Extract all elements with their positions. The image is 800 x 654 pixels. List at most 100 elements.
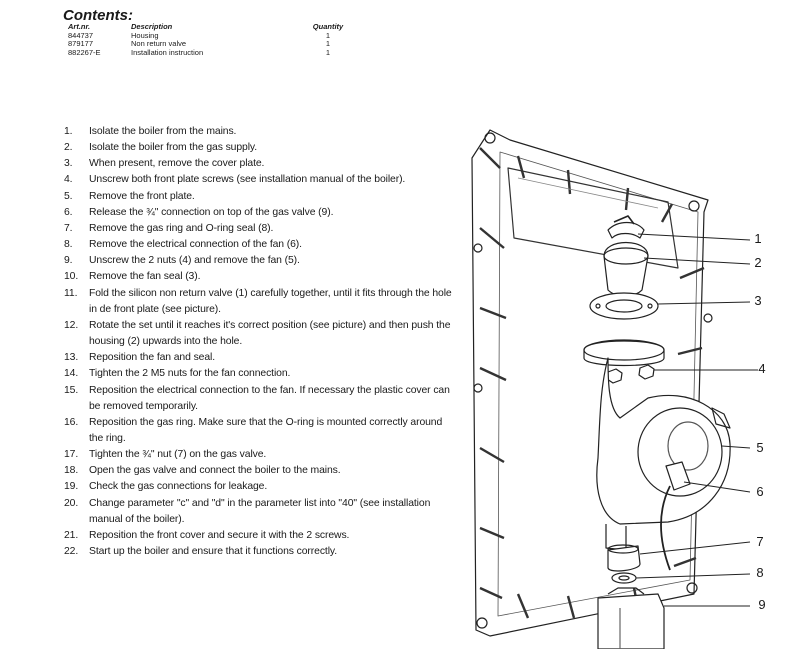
instruction-step: 19. Check the gas connections for leakage… bbox=[64, 479, 459, 495]
instruction-step: 3.When present, remove the cover plate. bbox=[64, 156, 459, 172]
instruction-step: 6. Release the ¾" connection on top of th… bbox=[64, 205, 459, 221]
table-row: 844737 Housing 1 bbox=[68, 30, 368, 41]
instruction-step: 12. Rotate the set until it reaches it's … bbox=[64, 318, 459, 350]
callout-2: 2 bbox=[754, 255, 762, 270]
fan-nut bbox=[638, 364, 655, 380]
instruction-step: 8.Remove the electrical connection of th… bbox=[64, 237, 459, 253]
art-number: 882267-E bbox=[68, 47, 101, 57]
fan-connector bbox=[665, 461, 691, 491]
step-number: 6. bbox=[64, 206, 73, 218]
step-number: 12. bbox=[64, 319, 79, 331]
fan-flange bbox=[583, 340, 665, 367]
column-header-art: Art.nr. bbox=[68, 22, 91, 31]
step-text: Remove the fan seal (3). bbox=[89, 271, 201, 283]
step-number: 16. bbox=[64, 416, 79, 428]
step-text: Unscrew the 2 nuts (4) and remove the fa… bbox=[89, 255, 300, 267]
step-number: 11. bbox=[64, 287, 78, 299]
callout-6: 6 bbox=[756, 484, 764, 499]
column-header-description: Description bbox=[131, 22, 173, 31]
callout-leaders bbox=[635, 233, 758, 607]
mounting-hole bbox=[686, 582, 698, 594]
gas-nut bbox=[607, 545, 641, 572]
mounting-hole bbox=[703, 313, 713, 323]
callout-4: 4 bbox=[758, 361, 766, 376]
step-text: Open the gas valve and connect the boile… bbox=[89, 465, 341, 477]
mounting-hole bbox=[476, 617, 488, 629]
instruction-step: 10. Remove the fan seal (3). bbox=[64, 269, 459, 285]
mounting-hole bbox=[688, 200, 700, 212]
part-description: Housing bbox=[131, 30, 159, 40]
step-number: 7. bbox=[64, 222, 73, 234]
contents-title: Contents: bbox=[63, 7, 133, 24]
callout-9: 9 bbox=[758, 597, 766, 612]
instruction-step: 22.Start up the boiler and ensure that i… bbox=[64, 544, 459, 560]
fan-nut bbox=[606, 368, 623, 384]
part-quantity: 1 bbox=[325, 30, 331, 40]
step-text: Tighten the ¾" nut (7) on the gas valve. bbox=[89, 449, 267, 461]
step-number: 17. bbox=[64, 449, 79, 461]
table-row: 879177 Non return valve 1 bbox=[68, 39, 368, 49]
instruction-step: 13.Reposition the fan and seal. bbox=[64, 350, 459, 366]
fan-cable bbox=[660, 485, 671, 571]
diagram-drawing bbox=[471, 129, 758, 650]
fan-seal bbox=[589, 292, 659, 320]
instruction-step: 9. Unscrew the 2 nuts (4) and remove the … bbox=[64, 253, 459, 269]
step-text: Check the gas connections for leakage. bbox=[89, 481, 268, 493]
step-number: 4. bbox=[64, 174, 73, 186]
step-number: 3. bbox=[64, 158, 73, 170]
callout-1: 1 bbox=[754, 231, 762, 246]
fan-body bbox=[596, 357, 731, 525]
front-plate-frame bbox=[471, 129, 709, 637]
step-text: Remove the front plate. bbox=[89, 190, 195, 202]
instruction-step: 1.Isolate the boiler from the mains. bbox=[64, 124, 459, 140]
step-text: Reposition the front cover and secure it… bbox=[89, 529, 350, 541]
mounting-hole bbox=[484, 132, 496, 144]
instruction-step: 7.Remove the gas ring and O-ring seal (8… bbox=[64, 221, 459, 237]
contents-header-row: Art.nr. Description Quantity bbox=[68, 22, 368, 32]
contents-table: Art.nr. Description Quantity 844737 Hous… bbox=[68, 22, 368, 57]
step-text: Unscrew both front plate screws (see ins… bbox=[89, 174, 406, 186]
gas-pipe bbox=[605, 524, 627, 551]
art-number: 844737 bbox=[68, 30, 94, 40]
instruction-step: 11.Fold the silicon non return valve (1)… bbox=[64, 286, 459, 318]
part-quantity: 1 bbox=[325, 39, 331, 48]
instruction-steps: 1.Isolate the boiler from the mains. 2. I… bbox=[64, 124, 459, 560]
exploded-view-diagram: 1 2 3 4 5 6 7 8 9 bbox=[458, 118, 800, 650]
callout-8: 8 bbox=[756, 565, 764, 580]
instruction-step: 15. Reposition the electrical connection … bbox=[64, 383, 459, 415]
step-text: Isolate the boiler from the gas supply. bbox=[89, 142, 258, 154]
step-text: Tighten the 2 M5 nuts for the fan connec… bbox=[89, 368, 291, 380]
non-return-valve bbox=[607, 221, 645, 239]
instruction-step: 21. Reposition the front cover and secure… bbox=[64, 528, 459, 544]
part-description: Non return valve bbox=[131, 39, 187, 48]
step-text: Rotate the set until it reaches it's cor… bbox=[89, 319, 451, 348]
step-text: Release the ¾" connection on top of the … bbox=[89, 206, 334, 218]
step-number: 20. bbox=[64, 497, 79, 509]
instruction-step: 2. Isolate the boiler from the gas supply… bbox=[64, 140, 459, 156]
step-number: 9. bbox=[64, 255, 73, 267]
instruction-step: 20.Change parameter "c" and "d" in the p… bbox=[64, 496, 459, 528]
instruction-step: 5. Remove the front plate. bbox=[64, 189, 459, 205]
step-number: 10. bbox=[64, 271, 79, 283]
step-number: 2. bbox=[64, 142, 73, 154]
step-number: 5. bbox=[64, 190, 73, 202]
step-number: 21. bbox=[64, 529, 79, 541]
column-header-quantity: Quantity bbox=[312, 22, 344, 31]
mounting-hole bbox=[473, 243, 483, 253]
part-quantity: 1 bbox=[325, 47, 331, 57]
step-number: 18. bbox=[64, 465, 79, 477]
chamber-box bbox=[507, 167, 679, 269]
step-number: 15. bbox=[64, 384, 79, 396]
step-text: Reposition the gas ring. Make sure that … bbox=[89, 416, 443, 444]
step-text: Reposition the electrical connection to … bbox=[89, 384, 450, 412]
instruction-step: 18. Open the gas valve and connect the bo… bbox=[64, 463, 459, 479]
gas-ring bbox=[611, 572, 637, 584]
fan-casing bbox=[637, 407, 723, 497]
callout-5: 5 bbox=[756, 440, 764, 455]
step-number: 14. bbox=[64, 368, 79, 380]
step-number: 19. bbox=[64, 481, 79, 493]
instruction-step: 16. Reposition the gas ring. Make sure th… bbox=[64, 415, 459, 447]
instruction-step: 17. Tighten the ¾" nut (7) on the gas val… bbox=[64, 447, 459, 463]
mounting-hole bbox=[473, 383, 483, 393]
callout-3: 3 bbox=[754, 293, 762, 308]
